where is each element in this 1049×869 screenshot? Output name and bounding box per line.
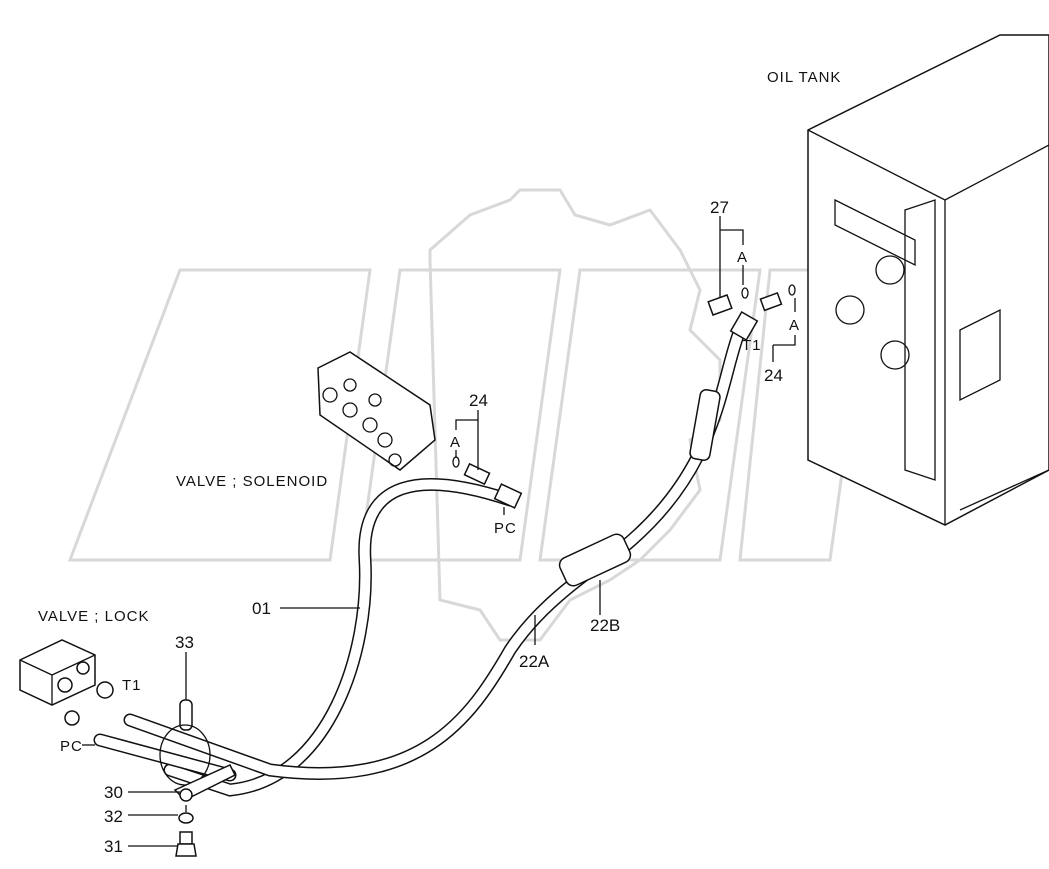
- oil-tank: [807, 34, 1049, 526]
- clamp-hardware: [159, 699, 237, 857]
- watermark-logo: [67, 188, 872, 642]
- label-detail-a: A: [789, 317, 800, 334]
- label-valve-solenoid: VALVE ; SOLENOID: [176, 473, 328, 490]
- label-port-t1: T1: [122, 677, 142, 694]
- part-number-33: 33: [175, 633, 194, 652]
- leader-lines: [82, 216, 796, 847]
- lock-valve: [19, 639, 114, 726]
- label-detail-a: A: [450, 434, 461, 451]
- label-oil-tank: OIL TANK: [767, 69, 841, 86]
- fittings: [452, 284, 796, 587]
- part-number-22B: 22B: [590, 616, 620, 635]
- label-port-pc: PC: [494, 520, 517, 537]
- part-number-22A: 22A: [519, 652, 550, 671]
- part-number-32: 32: [104, 807, 123, 826]
- part-number-24: 24: [764, 366, 783, 385]
- label-valve-lock: VALVE ; LOCK: [38, 608, 150, 625]
- label-port-pc: PC: [60, 738, 83, 755]
- part-number-30: 30: [104, 783, 123, 802]
- part-number-27: 27: [710, 198, 729, 217]
- solenoid-valve: [317, 351, 436, 471]
- part-number-31: 31: [104, 837, 123, 856]
- label-port-t1: T1: [742, 337, 762, 354]
- part-number-01: 01: [252, 599, 271, 618]
- label-detail-a: A: [737, 249, 748, 266]
- part-number-24: 24: [469, 391, 488, 410]
